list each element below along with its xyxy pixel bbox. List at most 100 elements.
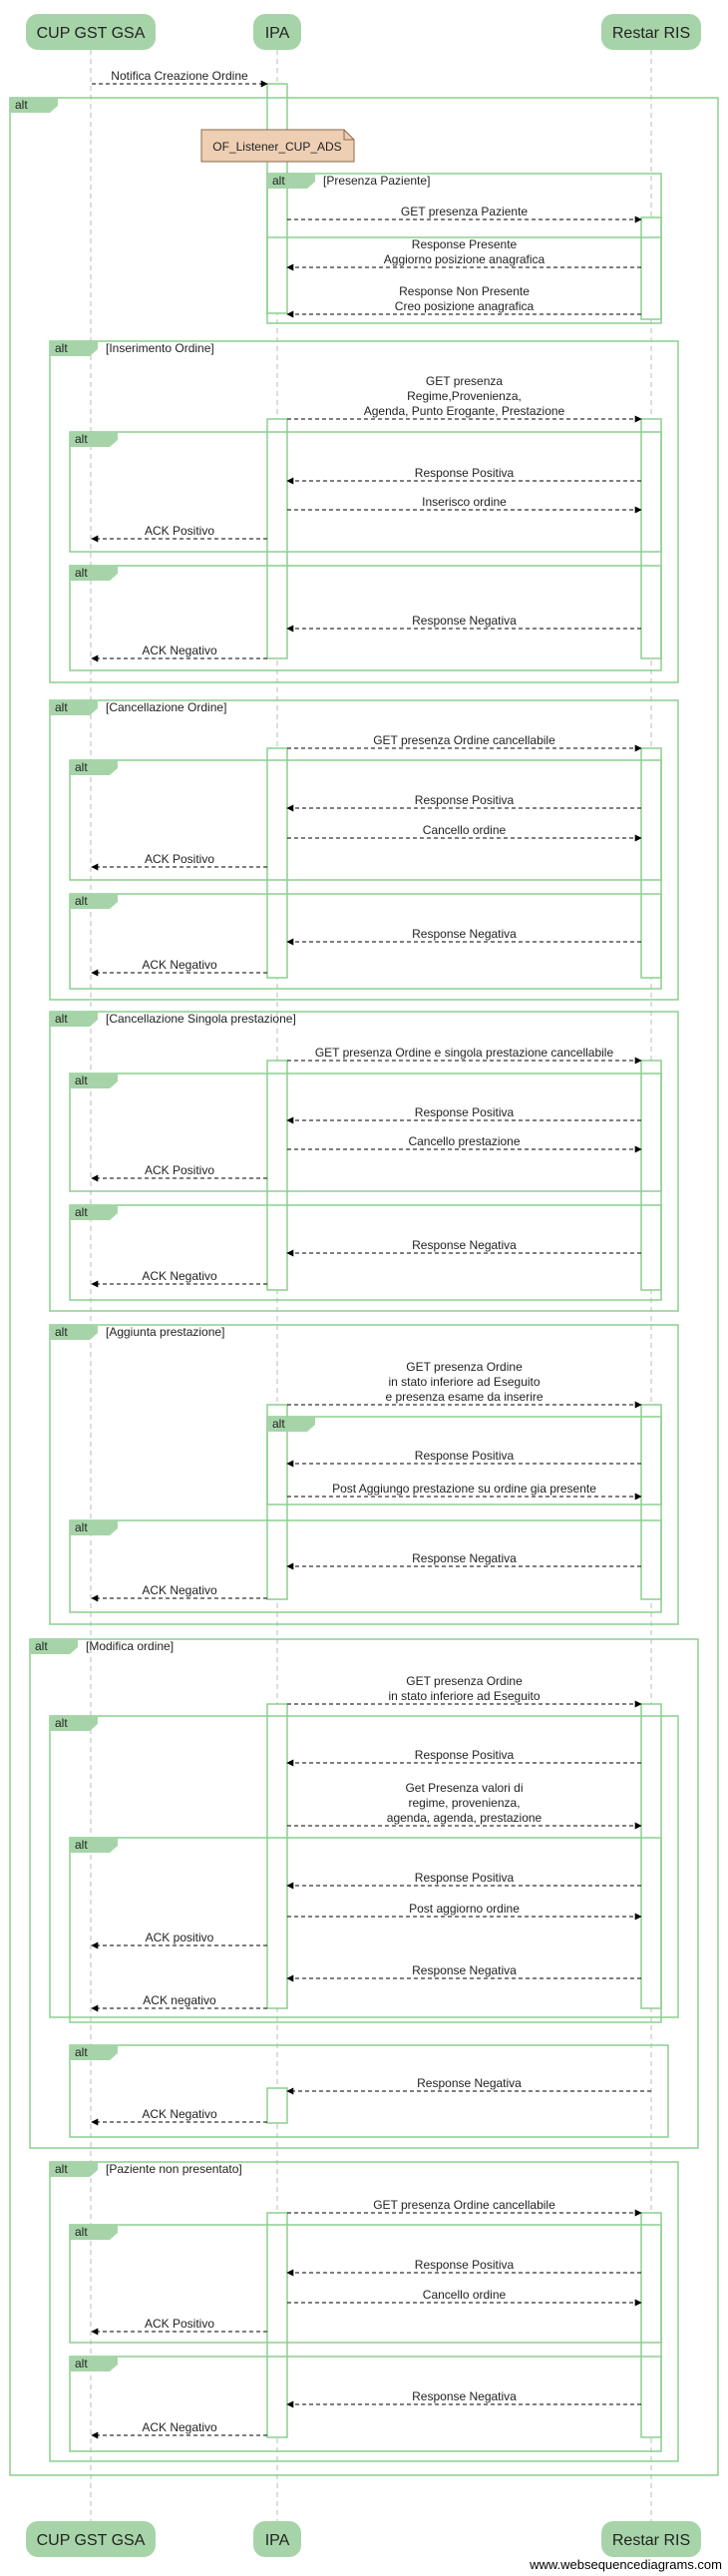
activation-ipa-7 [266,2087,288,2124]
msg-cancello-ordine-label: Cancello ordine [423,823,507,837]
alt-inserimento-keyword: alt [55,341,68,355]
frame-cancellazione-inner-2 [69,893,662,990]
msg-mod-resp-positiva-2-label: Response Positiva [415,1871,515,1885]
msg-get-regime-label-3: Agenda, Punto Erogante, Prestazione [364,404,565,418]
alt-outer-keyword: alt [15,98,28,112]
alt-cancellazione-tab [50,700,98,715]
alt-aggiunta-tab [50,1325,98,1340]
alt-presenza-paziente-guard: [Presenza Paziente] [323,174,430,188]
msg-notifica-label: Notifica Creazione Ordine [111,69,248,83]
msg-post-aggiorno-label: Post aggiorno ordine [409,1902,520,1916]
alt-cancellazione-guard: [Cancellazione Ordine] [106,700,226,714]
activation-ipa-5 [266,1404,288,1600]
alt-aggiunta-inner-2-keyword: alt [75,1520,88,1534]
frame-cancellazione-singola [49,1011,679,1312]
listener-note: OF_Listener_CUP_ADS [200,129,355,163]
alt-modifica-guard: [Modifica ordine] [86,1639,174,1653]
activation-ipa-6 [266,1703,288,2009]
lifelines [90,50,652,2524]
msg-resp-non-presente-label-1: Response Non Presente [399,284,530,298]
msg-np-ack-negativo-label: ACK Negativo [142,2420,217,2434]
msg-get-eseguito-label-1: GET presenza Ordine [406,1674,523,1688]
alt-cancellazione-singola-inner-2-keyword: alt [75,1205,88,1219]
frame-outer [9,97,719,2476]
msg-sing-resp-negativa-label: Response Negativa [412,1238,517,1252]
msg-get-cancellabile-label: GET presenza Ordine cancellabile [373,733,555,747]
msg-np-resp-positiva-label: Response Positiva [415,2258,515,2272]
frame-modifica-inner-1 [49,1715,679,2018]
frame-aggiunta [49,1324,679,1625]
frame-cancellazione-inner-1 [69,759,662,881]
msg-resp-presente-label-1: Response Presente [412,237,518,251]
frame-aggiunta-inner-1 [266,1416,662,1505]
msg-mod-resp-negativa-label: Response Negativa [412,1963,517,1977]
alt-cancellazione-singola-keyword: alt [55,1012,68,1026]
alt-inserimento-inner-1-tab [70,432,118,447]
alt-aggiunta-inner-1-keyword: alt [272,1417,285,1431]
alt-modifica-inner-1-sub-tab [70,1838,118,1853]
frame-inserimento [49,340,679,683]
msg-sing-ack-positivo-label: ACK Positivo [145,1163,214,1177]
msg-mod2-ack-negativo-label: ACK Negativo [142,2107,217,2121]
participants-bottom: CUP GST GSA IPA Restar RIS [26,2521,701,2557]
alt-presenza-paziente-keyword: alt [272,174,285,188]
activation-ris-5 [640,1404,662,1600]
alt-inserimento-inner-1-keyword: alt [75,432,88,446]
msg-agg-ack-negativo-label: ACK Negativo [142,1583,217,1597]
note-fold [343,130,354,141]
alt-aggiunta-keyword: alt [55,1325,68,1339]
msg-get-regime-label-1: GET presenza [426,374,503,388]
alt-non-presentato-inner-2-tab [70,2357,118,2371]
activation-ipa-2 [266,418,288,659]
alt-modifica-inner-2-keyword: alt [75,2045,88,2059]
msg-np-resp-negativa-label: Response Negativa [412,2389,517,2403]
alt-cancellazione-singola-guard: [Cancellazione Singola prestazione] [106,1012,296,1026]
alt-aggiunta-inner-1-tab [267,1417,315,1432]
alt-cancellazione-keyword: alt [55,700,68,714]
msg-get-regime-label-2: Regime,Provenienza, [407,389,522,403]
alt-cancellazione-singola-inner-1-keyword: alt [75,1073,88,1087]
activation-ris-4 [640,1060,662,1291]
participant-box-ipa [253,14,301,50]
msg-mod-ack-positivo-label: ACK positivo [146,1931,214,1944]
alt-cancellazione-singola-tab [50,1012,98,1027]
footer-credit: www.websequencediagrams.com [530,2557,722,2572]
frame-modifica [29,1638,699,2149]
msg-canc-ack-negativo-label: ACK Negativo [142,958,217,972]
activation-ipa-main [266,83,288,314]
note-text: OF_Listener_CUP_ADS [212,140,341,154]
participant-label-ris-bottom: Restar RIS [612,2532,690,2549]
msg-get-paziente-label: GET presenza Paziente [401,205,529,218]
frame-aggiunta-inner-2 [69,1519,662,1613]
frame-inserimento-inner-2 [69,565,662,671]
alt-inserimento-tab [50,341,98,356]
msg-get-valori-label-2: regime, provenienza, [408,1796,520,1810]
msg-agg-resp-negativa-label: Response Negativa [412,1551,517,1565]
activation-ris-8 [640,2212,662,2438]
activation-ipa-3 [266,747,288,979]
frame-non-presentato-inner-2 [69,2356,662,2452]
note-shape [200,129,355,163]
msg-get-eseguito-esame-label-3: e presenza esame da inserire [385,1390,543,1404]
participant-label-ris: Restar RIS [612,25,690,42]
msg-ins-ack-negativo-label: ACK Negativo [142,644,217,657]
alt-modifica-keyword: alt [35,1639,48,1653]
participant-label-ipa-bottom: IPA [265,2532,290,2549]
msg-get-cancellabile-2-label: GET presenza Ordine cancellabile [373,2198,555,2212]
msg-ins-resp-positiva-label: Response Positiva [415,466,515,480]
alt-aggiunta-inner-2-tab [70,1520,118,1535]
participant-box-cup [26,14,156,50]
frame-non-presentato [49,2161,679,2462]
alt-non-presentato-guard: [Paziente non presentato] [106,2162,242,2176]
alt-outer-tab [10,98,58,113]
frame-non-presentato-inner-1 [69,2224,662,2344]
alt-inserimento-guard: [Inserimento Ordine] [106,341,214,355]
activation-ris-2 [640,418,662,659]
alt-cancellazione-singola-inner-1-tab [70,1073,118,1088]
alt-non-presentato-inner-1-keyword: alt [75,2225,88,2239]
frame-modifica-inner-1-sub [69,1837,662,2023]
alt-inserimento-inner-2-keyword: alt [75,566,88,580]
participants-top: CUP GST GSA IPA Restar RIS [26,14,701,50]
